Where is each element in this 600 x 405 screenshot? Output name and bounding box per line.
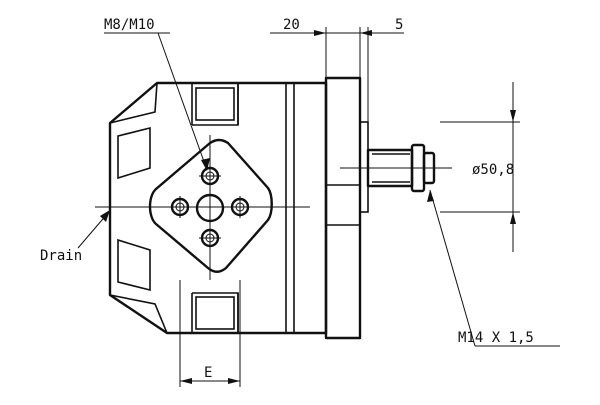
shaft-thread-label: M14 X 1,5 bbox=[458, 330, 534, 346]
shaft-assembly bbox=[340, 143, 452, 193]
dim-5-label: 5 bbox=[395, 17, 403, 33]
drain-arrow-icon bbox=[100, 210, 110, 222]
leader-arrow-icon bbox=[427, 190, 434, 202]
arrow-icon bbox=[510, 212, 516, 224]
leader-arrow-icon bbox=[201, 158, 210, 171]
port-flange bbox=[95, 135, 310, 280]
diameter-label: ø50,8 bbox=[472, 162, 514, 178]
arrow-icon bbox=[228, 378, 240, 384]
mounting-flange bbox=[324, 76, 369, 340]
dim-e-group: E bbox=[179, 280, 241, 387]
thread-callout: M8/M10 bbox=[104, 17, 210, 171]
drain-callout: Drain bbox=[40, 210, 110, 264]
dim-20-label: 20 bbox=[283, 17, 300, 33]
dim-e-label: E bbox=[204, 365, 212, 381]
arrow-icon bbox=[510, 110, 516, 122]
shaft-thread-callout: M14 X 1,5 bbox=[427, 189, 560, 347]
pump-body bbox=[108, 81, 328, 335]
dim-5-group: 5 bbox=[359, 17, 404, 122]
arrow-icon bbox=[180, 378, 192, 384]
dim-diameter-group: ø50,8 bbox=[440, 82, 520, 252]
arrow-icon bbox=[314, 30, 326, 36]
thread-ports-label: M8/M10 bbox=[104, 17, 155, 33]
dim-20-group: 20 bbox=[270, 17, 372, 78]
drain-label: Drain bbox=[40, 248, 82, 264]
